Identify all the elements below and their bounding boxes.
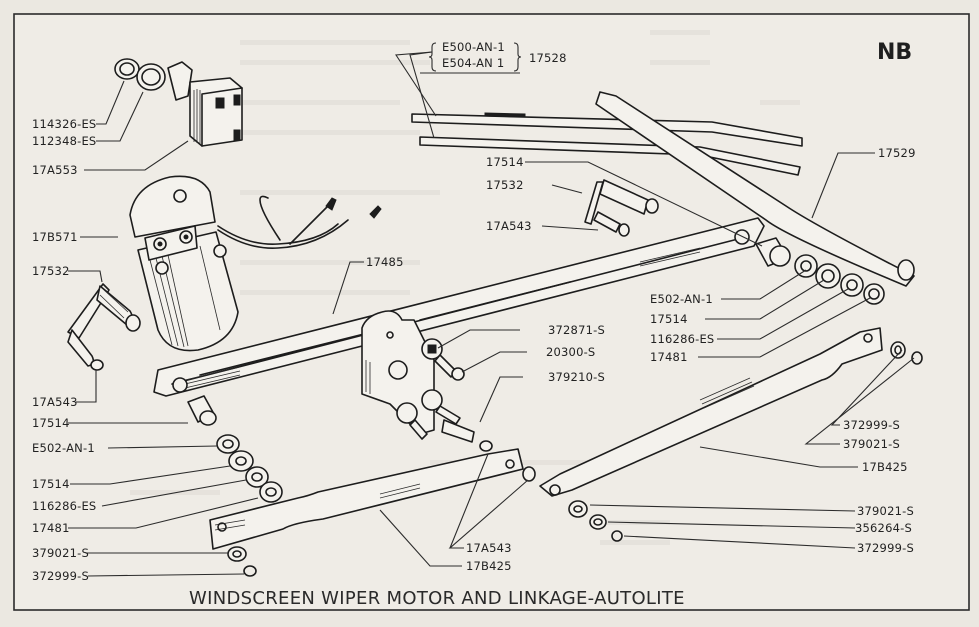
section-code: NB	[877, 40, 912, 65]
small-parts-left	[187, 395, 283, 577]
mounting-bracket-drawing	[361, 310, 493, 452]
part-labels: 114326-ES 112348-ES 17A553 17B571 17532 …	[32, 40, 916, 583]
label-lockwasher: 372871-S	[548, 323, 605, 337]
label-washer-left-2: 116286-ES	[32, 499, 96, 513]
left-pivot-drawing	[67, 283, 141, 371]
small-parts-right	[568, 237, 923, 542]
left-link-drawing	[209, 448, 536, 550]
label-bolt: 20300-S	[546, 345, 595, 359]
label-main-link: 17485	[366, 255, 404, 269]
wiper-blades-drawing	[411, 91, 915, 287]
label-motor: 17B571	[32, 230, 78, 244]
label-clip-left: 372999-S	[32, 569, 89, 583]
wiper-motor-drawing	[129, 175, 382, 352]
label-washer-right-bot-2: 356264-S	[855, 521, 912, 535]
label-link-right: 17B425	[862, 460, 908, 474]
label-nut-left: 17481	[32, 521, 70, 535]
wiper-arm-part	[595, 91, 915, 287]
switch-assembly-drawing	[114, 58, 243, 147]
label-bracket-washer: 379210-S	[548, 370, 605, 384]
right-link-drawing	[539, 327, 883, 497]
label-pivot-left-bush: 17A543	[32, 395, 78, 409]
label-blade-1: E500-AN-1	[442, 40, 505, 54]
label-bush-left-2: 17514	[32, 477, 70, 491]
label-washer-right: E502-AN-1	[650, 292, 713, 306]
label-switch: 17A553	[32, 163, 78, 177]
label-switch-nut: 112348-ES	[32, 134, 96, 148]
label-clip-right-bot: 372999-S	[857, 541, 914, 555]
label-switch-bezel: 114326-ES	[32, 117, 96, 131]
label-washer-right-2: 116286-ES	[650, 332, 714, 346]
switch-body-part	[189, 77, 243, 147]
label-washer-a-left: 379021-S	[32, 546, 89, 560]
main-link-drawing	[153, 217, 765, 397]
label-nut-right: 17481	[650, 350, 688, 364]
label-pivot-right-bush: 17A543	[486, 219, 532, 233]
label-washer-left: E502-AN-1	[32, 441, 95, 455]
label-pivot-left: 17532	[32, 264, 70, 278]
leader-lines	[68, 42, 915, 577]
label-bush-left: 17514	[32, 416, 70, 430]
bolt-part	[451, 367, 465, 381]
label-pivot-right: 17532	[486, 178, 524, 192]
label-arm: 17529	[878, 146, 916, 160]
bezel-ring-part	[114, 58, 140, 80]
label-blade-2: E504-AN 1	[442, 56, 504, 70]
label-clip-right-top: 372999-S	[843, 418, 900, 432]
label-link-left: 17B425	[466, 559, 512, 573]
label-bush-right-top: 17514	[486, 155, 524, 169]
label-washer-right-top: 379021-S	[843, 437, 900, 451]
diagram-title: WINDSCREEN WIPER MOTOR AND LINKAGE-AUTOL…	[189, 588, 685, 609]
label-washer-right-bot: 379021-S	[857, 504, 914, 518]
label-bush-right: 17514	[650, 312, 688, 326]
label-blade-assembly: 17528	[529, 51, 567, 65]
label-bush-center: 17A543	[466, 541, 512, 555]
right-pivot-drawing	[584, 179, 659, 237]
switch-nut-part	[136, 63, 166, 91]
